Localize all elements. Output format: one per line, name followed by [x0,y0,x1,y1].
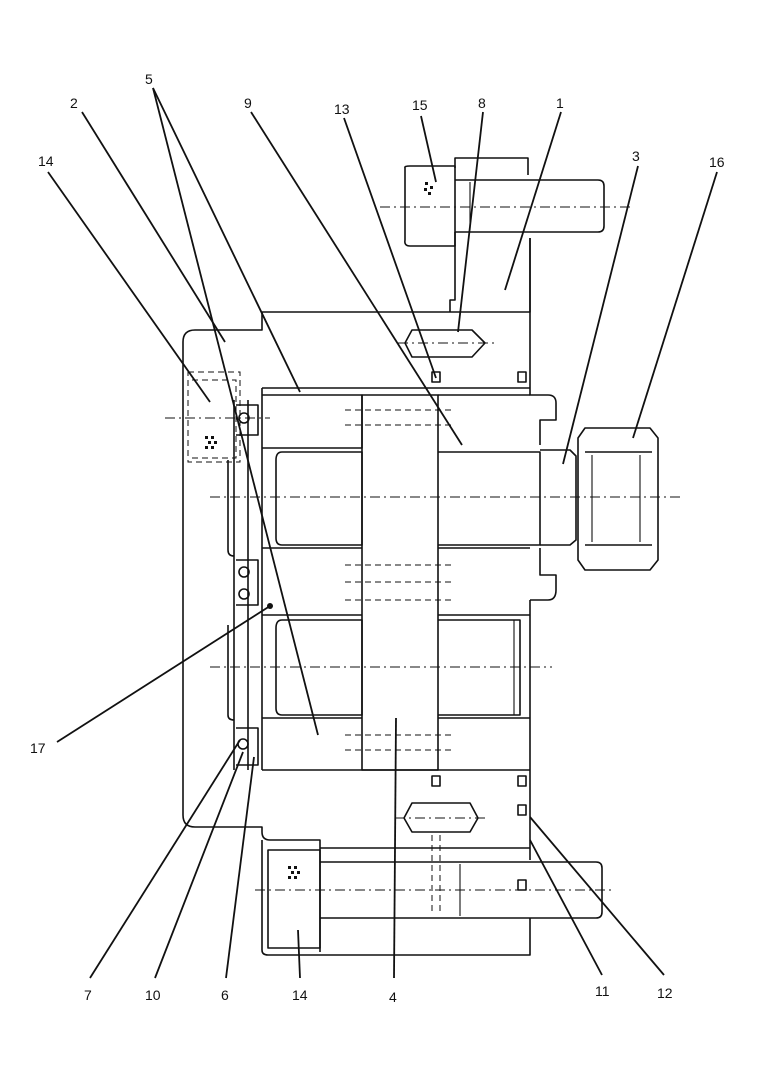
callout-9: 9 [244,95,252,111]
callout-12: 12 [657,985,673,1001]
callout-14-lower: 14 [292,987,308,1003]
callout-14-upper: 14 [38,153,54,169]
drive-shaft [540,427,659,571]
top-bolt [380,165,632,247]
callout-17: 17 [30,740,46,756]
cover-seals [227,371,527,891]
callout-3: 3 [632,148,640,164]
callout-11: 11 [595,983,610,999]
callout-8: 8 [478,95,486,111]
callout-labels: 5 2 9 13 15 8 1 3 16 14 17 7 10 6 14 4 1… [30,71,725,1005]
callout-2: 2 [70,95,78,111]
callout-5: 5 [145,71,153,87]
callout-4: 4 [389,989,397,1005]
leader-lines [47,87,718,979]
callout-10: 10 [145,987,161,1003]
dowel-pins [395,329,495,915]
callout-7: 7 [84,987,92,1003]
callout-16: 16 [709,154,725,170]
callout-1: 1 [556,95,564,111]
callout-15: 15 [412,97,428,113]
left-cover-bolt [165,371,270,463]
gear-assembly [210,394,680,771]
pump-housing [182,157,557,956]
callout-13: 13 [334,101,350,117]
bottom-bolt [255,849,612,949]
callout-6: 6 [221,987,229,1003]
